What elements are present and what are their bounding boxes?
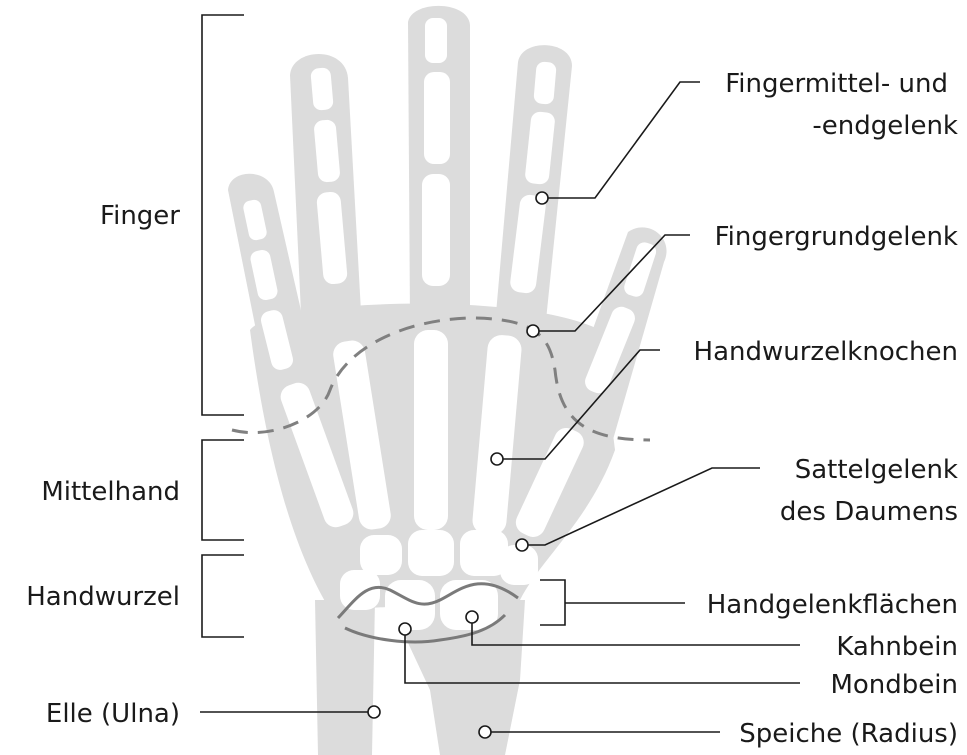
leader-mondbein bbox=[404, 630, 800, 684]
wrist-joint-lower-curve bbox=[344, 613, 507, 644]
marker-fingergrund bbox=[526, 324, 540, 338]
handwurzel-bracket bbox=[201, 554, 244, 638]
label-mondbein: Mondbein bbox=[830, 670, 958, 700]
fingergrund-dashed-line bbox=[231, 316, 651, 442]
label-sattel-line1: Sattelgelenk bbox=[795, 455, 958, 485]
leader-sattel bbox=[528, 467, 760, 546]
label-fingermittel-line1: Fingermittel- und bbox=[725, 69, 948, 99]
label-speiche: Speiche (Radius) bbox=[739, 719, 958, 749]
label-handwurzelknochen: Handwurzelknochen bbox=[694, 337, 958, 367]
marker-speiche bbox=[478, 725, 492, 739]
label-kahnbein: Kahnbein bbox=[836, 632, 958, 662]
metacarpal-bones bbox=[280, 330, 584, 537]
marker-kahnbein bbox=[465, 610, 479, 624]
finger-bones bbox=[243, 18, 657, 394]
wrist-joint-upper-curve bbox=[336, 582, 519, 620]
marker-sattel bbox=[515, 538, 529, 552]
label-sattel-line2: des Daumens bbox=[780, 497, 958, 527]
marker-fingermittel bbox=[535, 191, 549, 205]
leader-fingermittel bbox=[548, 81, 700, 199]
finger-bracket bbox=[201, 14, 244, 416]
label-fingergrund: Fingergrundgelenk bbox=[715, 222, 958, 252]
leader-kahnbein bbox=[471, 617, 800, 646]
label-handwurzel: Handwurzel bbox=[26, 582, 180, 612]
handgelenkflaechen-bracket bbox=[540, 579, 685, 626]
label-mittelhand: Mittelhand bbox=[41, 477, 180, 507]
mittelhand-bracket bbox=[201, 439, 244, 541]
leader-handwurzelknochen bbox=[502, 349, 660, 460]
carpal-bones bbox=[340, 530, 538, 630]
label-handgelenkflaechen: Handgelenkflächen bbox=[707, 590, 958, 620]
marker-handwurzelknochen bbox=[490, 452, 504, 466]
label-fingermittel-line2: -endgelenk bbox=[812, 111, 958, 141]
marker-elle bbox=[367, 705, 381, 719]
label-elle: Elle (Ulna) bbox=[46, 699, 180, 729]
label-finger: Finger bbox=[100, 201, 180, 231]
leader-fingergrund bbox=[538, 234, 690, 332]
marker-mondbein bbox=[398, 622, 412, 636]
